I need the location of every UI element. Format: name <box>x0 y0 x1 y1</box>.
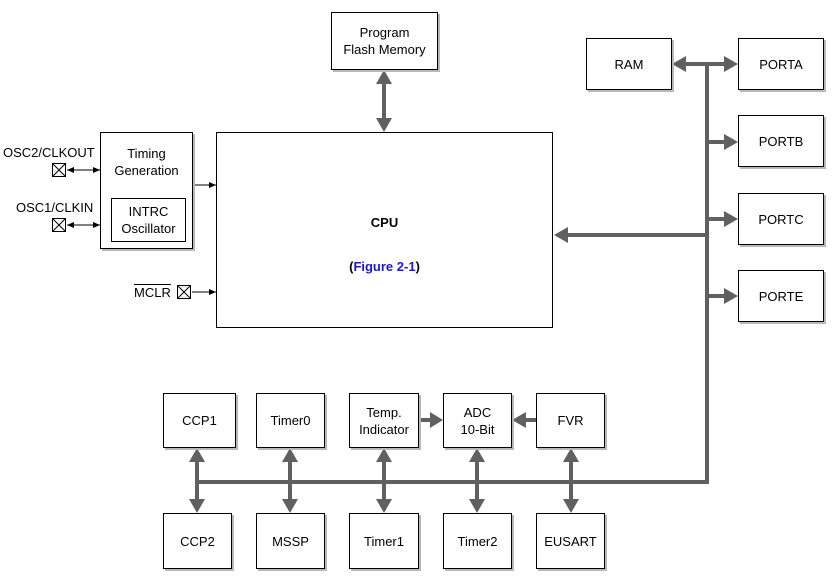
porta-block: PORTA <box>738 38 824 90</box>
adc-block: ADC 10-Bit <box>443 393 512 448</box>
mssp-label: MSSP <box>272 533 309 549</box>
program-flash-memory-block: Program Flash Memory <box>331 12 438 70</box>
timer1-block: Timer1 <box>349 513 419 569</box>
cpu-top-arrowhead <box>376 118 392 132</box>
mclr-label: MCLR <box>134 285 171 300</box>
ram-arrowhead <box>672 56 686 72</box>
portb-arrowhead <box>724 134 738 150</box>
portc-label: PORTC <box>758 211 804 227</box>
portb-block: PORTB <box>738 115 824 167</box>
timing-generation-label: Timing Generation <box>114 146 179 178</box>
porte-block: PORTE <box>738 270 824 322</box>
osc2-back-arrow <box>67 167 74 173</box>
mssp-block: MSSP <box>256 513 325 569</box>
osc2-pin-icon <box>52 163 66 177</box>
fvr-block: FVR <box>536 393 605 448</box>
porta-arrowhead <box>724 56 738 72</box>
figure-2-1-link[interactable]: Figure 2-1 <box>353 259 416 274</box>
porta-label: PORTA <box>759 56 803 72</box>
eusart-block: EUSART <box>536 513 605 569</box>
osc1-back-arrow <box>67 222 74 228</box>
ccp1-label: CCP1 <box>182 413 217 428</box>
timer1-label: Timer1 <box>364 533 404 549</box>
ccp2-label: CCP2 <box>180 533 215 549</box>
ccp1-block: CCP1 <box>163 393 236 448</box>
portb-label: PORTB <box>758 133 804 149</box>
osc1-pin-icon <box>52 218 66 232</box>
cpu-ref-open: ( <box>349 259 354 274</box>
osc1-clkin-label: OSC1/CLKIN <box>16 200 94 215</box>
ram-block: RAM <box>586 38 672 90</box>
portc-block: PORTC <box>738 193 824 245</box>
adc-label: ADC 10-Bit <box>460 404 495 437</box>
timer2-block: Timer2 <box>443 513 512 569</box>
ram-label: RAM <box>614 56 644 72</box>
timer0-label: Timer0 <box>270 413 311 428</box>
intrc-oscillator-label: INTRC Oscillator <box>121 204 176 236</box>
temp-indicator-block: Temp. Indicator <box>349 393 419 448</box>
porte-label: PORTE <box>758 288 804 304</box>
portc-arrowhead <box>724 211 738 227</box>
cpu-block: CPU (Figure 2-1) <box>216 132 553 328</box>
mclr-pin-icon <box>177 285 191 299</box>
intrc-oscillator-block: INTRC Oscillator <box>111 198 186 242</box>
ccp2-block: CCP2 <box>163 513 232 569</box>
timer0-block: Timer0 <box>256 393 325 448</box>
program-flash-label: Program Flash Memory <box>343 25 426 57</box>
timer2-label: Timer2 <box>457 533 498 549</box>
temp-indicator-label: Temp. Indicator <box>359 404 409 437</box>
cpu-title: CPU <box>370 215 399 230</box>
cpu-ref-close: ) <box>415 259 420 274</box>
osc2-clkout-label: OSC2/CLKOUT <box>3 145 95 160</box>
flash-arrowhead <box>376 70 392 84</box>
fvr-label: FVR <box>557 413 584 428</box>
porte-arrowhead <box>724 288 738 304</box>
cpu-bus-arrowhead <box>554 227 568 243</box>
eusart-label: EUSART <box>544 533 597 549</box>
